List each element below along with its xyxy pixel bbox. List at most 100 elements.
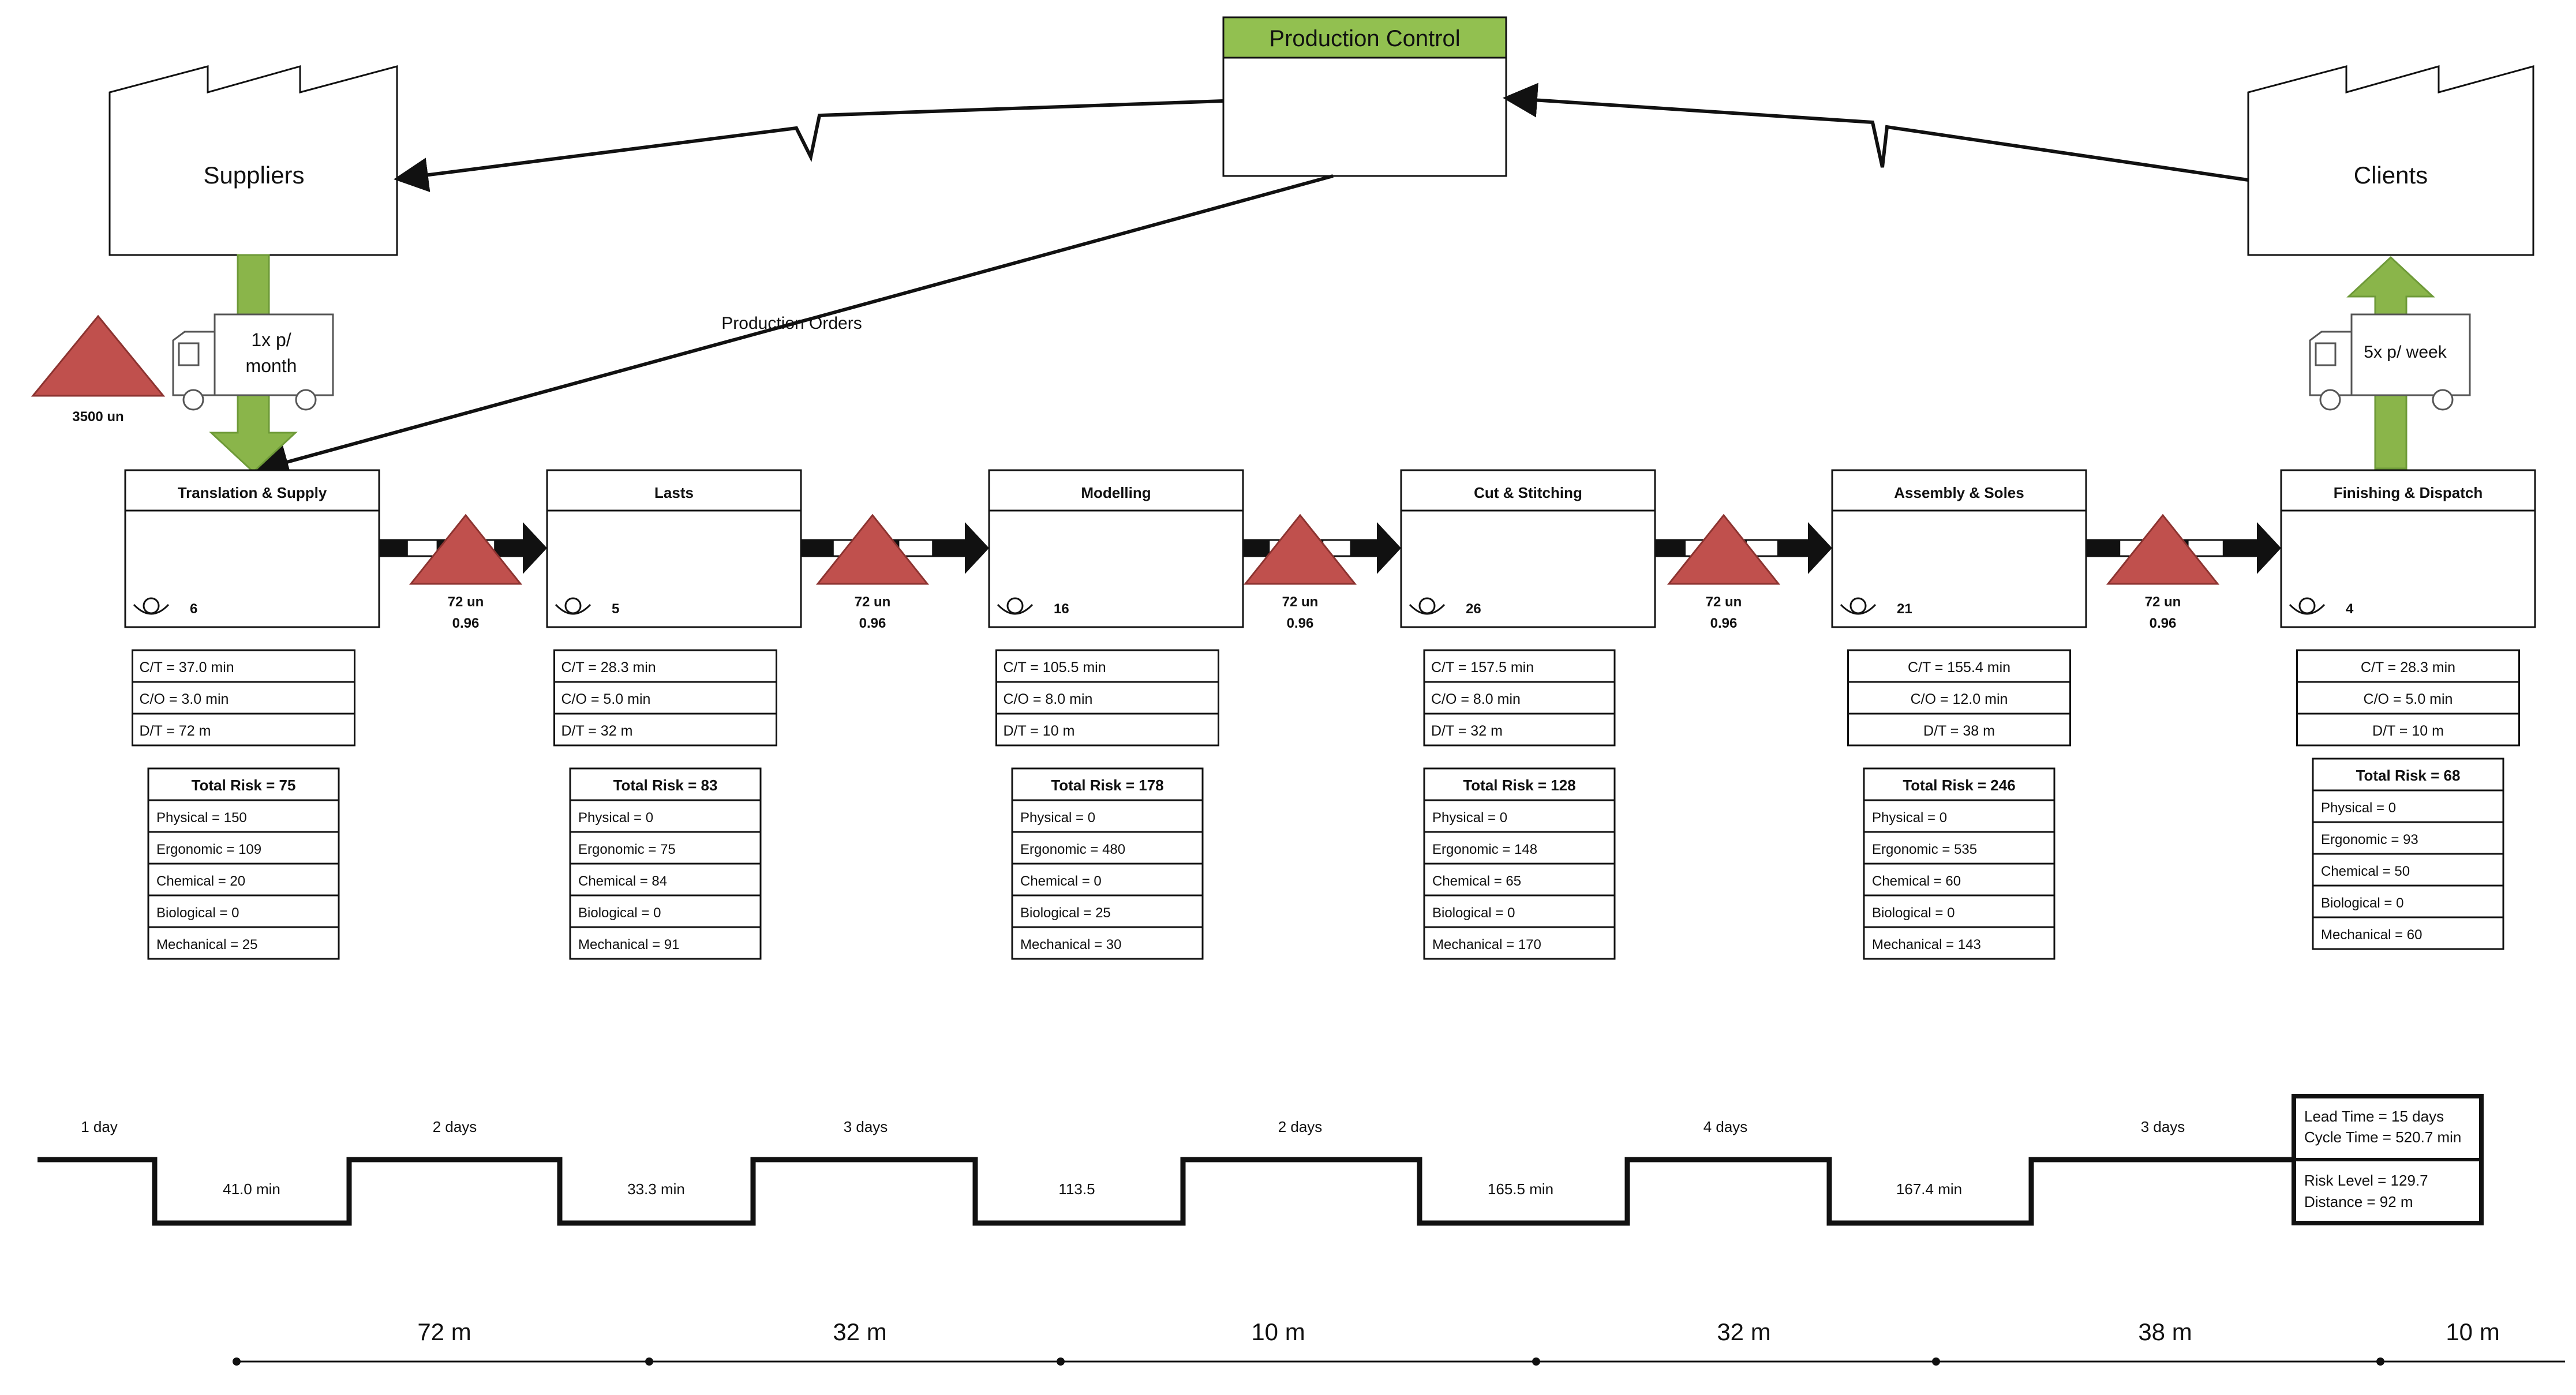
total-risk: Total Risk = 128 [1463, 777, 1575, 794]
changeover-time: C/O = 8.0 min [1431, 691, 1521, 707]
total-risk: Total Risk = 68 [2356, 767, 2461, 784]
wait-time: 2 days [1278, 1118, 1323, 1135]
chemical-risk: Chemical = 50 [2321, 864, 2410, 879]
production-orders-label: Production Orders [721, 314, 862, 333]
mechanical-risk: Mechanical = 170 [1432, 937, 1541, 952]
biological-risk: Biological = 0 [2321, 895, 2403, 911]
biological-risk: Biological = 0 [578, 905, 661, 921]
distance-traveled: D/T = 10 m [1004, 723, 1075, 739]
distance-traveled: D/T = 38 m [1923, 723, 1995, 739]
production-orders-flow: Production Orders [254, 174, 1334, 479]
process-time: 41.0 min [223, 1180, 280, 1198]
operator-count: 6 [190, 601, 197, 617]
changeover-time: C/O = 8.0 min [1004, 691, 1093, 707]
process-name: Assembly & Soles [1894, 484, 2024, 501]
ergonomic-risk: Ergonomic = 148 [1432, 842, 1537, 857]
wait-time: 2 days [433, 1118, 477, 1135]
inventory-factor: 0.96 [1710, 616, 1738, 631]
process-time: 113.5 [1058, 1180, 1095, 1198]
distance-tick [233, 1357, 241, 1366]
ergonomic-risk: Ergonomic = 535 [1872, 842, 1977, 857]
suppliers-label: Suppliers [203, 162, 304, 189]
inventory-quantity: 72 un [2145, 594, 2181, 610]
supplier-truck-icon: 1x p/ month [172, 313, 334, 411]
client-delivery-frequency: 5x p/ week [2364, 343, 2447, 362]
chemical-risk: Chemical = 84 [578, 873, 667, 889]
distance-label: 32 m [1717, 1318, 1770, 1345]
wait-time: 1 day [81, 1118, 118, 1135]
electronic-info-flow-to-suppliers [394, 99, 1224, 192]
distance-label: 32 m [833, 1318, 886, 1345]
wait-time: 4 days [1703, 1118, 1748, 1135]
mechanical-risk: Mechanical = 30 [1020, 937, 1121, 952]
physical-risk: Physical = 150 [156, 810, 247, 826]
distance-tick [1057, 1357, 1065, 1366]
operator-count: 21 [1897, 601, 1912, 617]
mechanical-risk: Mechanical = 143 [1872, 937, 1981, 952]
distance-tick [2376, 1357, 2384, 1366]
inventory-triangle: 72 un0.96 [1243, 513, 1357, 631]
operator-icon [2289, 597, 2326, 615]
chemical-risk: Chemical = 20 [156, 873, 245, 889]
inventory-triangle: 72 un0.96 [2106, 513, 2220, 631]
process-name: Finishing & Dispatch [2334, 484, 2483, 501]
process-time: 165.5 min [1488, 1180, 1553, 1198]
distance-traveled: D/T = 32 m [561, 723, 633, 739]
changeover-time: C/O = 12.0 min [1911, 691, 2008, 707]
initial-inventory: 3500 un [31, 314, 166, 425]
inventory-triangle: 72 un 0.96 [815, 513, 930, 631]
operator-count: 16 [1054, 601, 1069, 617]
cycle-time: C/T = 105.5 min [1004, 659, 1106, 676]
inventory-quantity: 72 un [855, 594, 891, 610]
ergonomic-risk: Ergonomic = 93 [2321, 832, 2418, 847]
inventory-factor: 0.96 [859, 616, 886, 631]
cycle-time: C/T = 37.0 min [140, 659, 234, 676]
chemical-risk: Chemical = 65 [1432, 873, 1521, 889]
biological-risk: Biological = 0 [1432, 905, 1515, 921]
inventory-triangle: 72 un0.96 [1667, 513, 1781, 631]
physical-risk: Physical = 0 [1020, 810, 1095, 826]
distance-total: Distance = 92 m [2304, 1193, 2413, 1210]
operator-icon [1840, 597, 1877, 615]
process-name: Cut & Stitching [1474, 484, 1582, 501]
cycle-time: C/T = 157.5 min [1431, 659, 1534, 676]
total-risk: Total Risk = 178 [1051, 777, 1163, 794]
distance-tick [645, 1357, 653, 1366]
operator-icon [1409, 597, 1446, 615]
cycle-time: C/T = 155.4 min [1908, 659, 2010, 676]
ergonomic-risk: Ergonomic = 480 [1020, 842, 1125, 857]
operator-count: 4 [2346, 601, 2354, 617]
risk-level-total: Risk Level = 129.7 [2304, 1172, 2428, 1189]
clients-factory: Clients [2247, 65, 2534, 256]
process-time: 167.4 min [1896, 1180, 1962, 1198]
distance-traveled: D/T = 72 m [140, 723, 211, 739]
ergonomic-risk: Ergonomic = 109 [156, 842, 261, 857]
changeover-time: C/O = 5.0 min [561, 691, 651, 707]
total-risk: Total Risk = 246 [1903, 777, 2015, 794]
physical-risk: Physical = 0 [578, 810, 653, 826]
physical-risk: Physical = 0 [2321, 800, 2396, 816]
lead-time-ladder [38, 1157, 2294, 1226]
distance-label: 10 m [2446, 1318, 2499, 1345]
total-risk: Total Risk = 75 [192, 777, 296, 794]
operator-count: 5 [612, 601, 619, 617]
client-truck-icon: 5x p/ week [2309, 313, 2471, 411]
operator-icon [555, 597, 591, 615]
summary-box: Lead Time = 15 days Cycle Time = 520.7 m… [2292, 1094, 2484, 1225]
suppliers-factory: Suppliers [108, 65, 398, 256]
operator-icon [133, 597, 170, 615]
distance-label: 72 m [417, 1318, 471, 1345]
biological-risk: Biological = 0 [156, 905, 239, 921]
distance-tick [1932, 1357, 1940, 1366]
